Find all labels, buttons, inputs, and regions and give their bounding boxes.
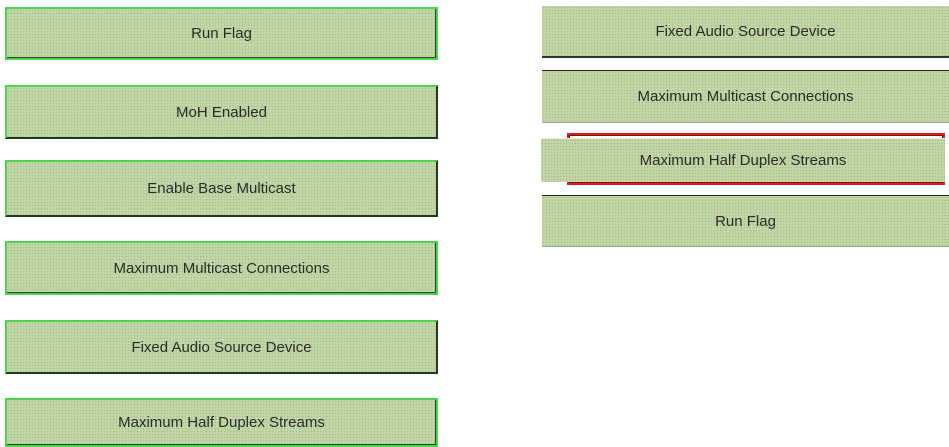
- answer-label: Fixed Audio Source Device: [655, 22, 836, 40]
- answer-label: Maximum Multicast Connections: [637, 88, 854, 105]
- option-label: Maximum Half Duplex Streams: [118, 414, 325, 431]
- option-label: Fixed Audio Source Device: [131, 338, 312, 356]
- option-maximum-half-duplex-streams[interactable]: Maximum Half Duplex Streams: [5, 398, 438, 447]
- option-label: Enable Base Multicast: [147, 180, 296, 197]
- option-run-flag[interactable]: Run Flag: [5, 7, 438, 60]
- answer-slot-2[interactable]: Maximum Multicast Connections: [542, 70, 949, 123]
- answer-label: Run Flag: [715, 212, 776, 230]
- option-label: Run Flag: [191, 25, 252, 42]
- answer-label: Maximum Half Duplex Streams: [639, 152, 847, 169]
- option-maximum-multicast-connections[interactable]: Maximum Multicast Connections: [5, 241, 438, 295]
- answer-slot-1[interactable]: Fixed Audio Source Device: [542, 6, 949, 58]
- option-fixed-audio-source-device[interactable]: Fixed Audio Source Device: [5, 320, 438, 374]
- answer-slot-4[interactable]: Run Flag: [542, 195, 949, 247]
- option-label: MoH Enabled: [176, 103, 267, 121]
- answer-slot-3[interactable]: Maximum Half Duplex Streams: [541, 138, 945, 182]
- option-label: Maximum Multicast Connections: [113, 259, 330, 277]
- option-moh-enabled[interactable]: MoH Enabled: [5, 85, 438, 139]
- option-enable-base-multicast[interactable]: Enable Base Multicast: [5, 160, 438, 217]
